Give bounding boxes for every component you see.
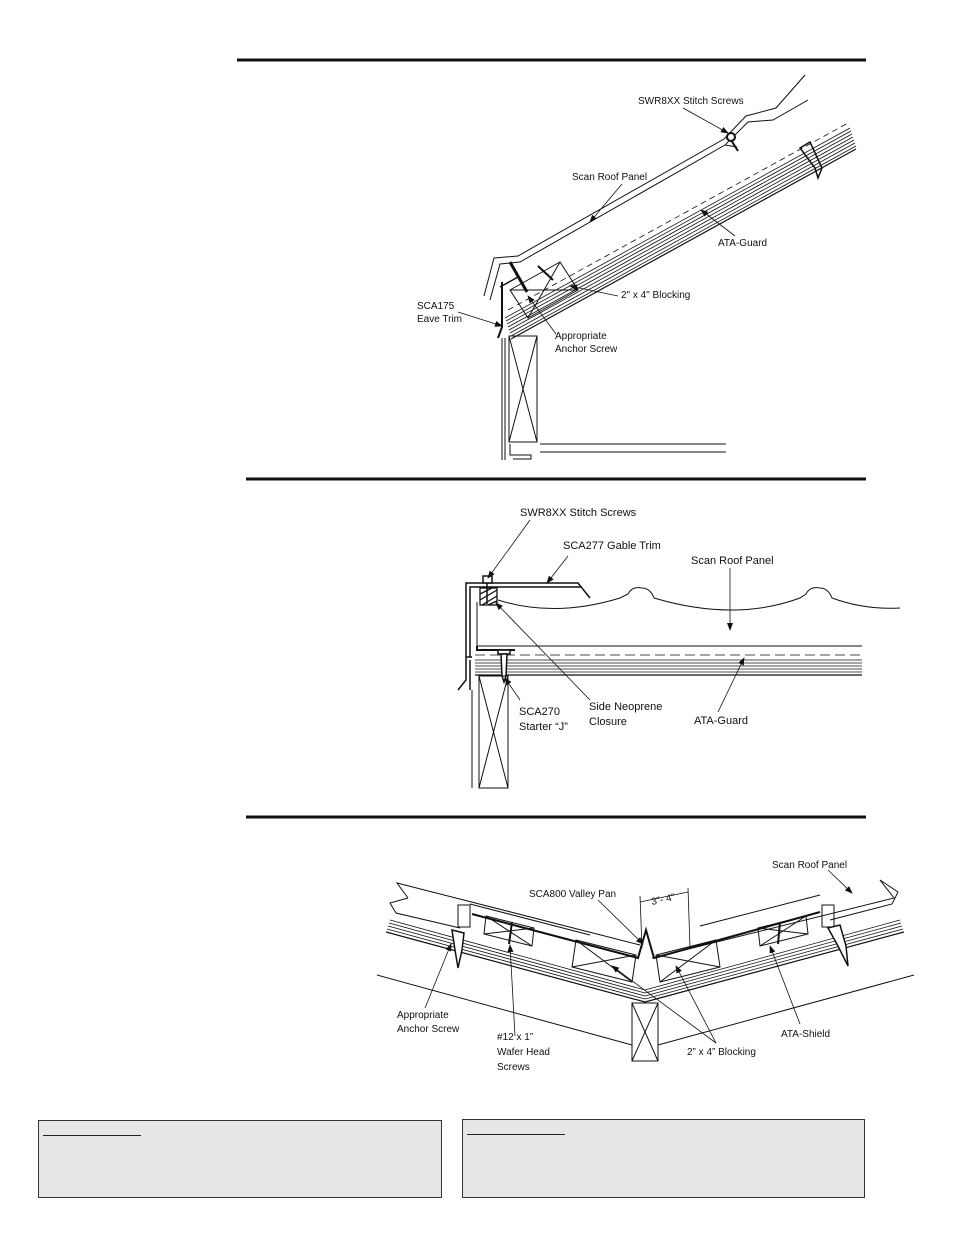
eave-lag-screw xyxy=(798,140,823,181)
valley-rafter xyxy=(631,1002,659,1062)
leader-blocking-right xyxy=(675,965,717,1044)
eave-wall-stud xyxy=(501,335,726,460)
valley-roof-panel-right xyxy=(651,879,899,959)
valley-pan xyxy=(471,911,821,960)
label-ata-guard: ATA-Guard xyxy=(694,715,748,727)
gable-anchor-screw xyxy=(497,649,511,685)
label-screws-3: Screws xyxy=(497,1062,530,1073)
leader-ata-guard xyxy=(700,209,736,237)
leader-roof-panel xyxy=(827,869,853,894)
gable-underlayment-layers xyxy=(475,654,862,676)
leader-gable-trim xyxy=(546,555,569,584)
note-box-left xyxy=(38,1120,442,1198)
label-anchor-2: Anchor Screw xyxy=(555,344,618,355)
valley-anchor-screw xyxy=(451,924,849,969)
label-screws-2: Wafer Head xyxy=(497,1047,550,1058)
valley-underlayment-layers xyxy=(385,919,905,1003)
label-eave-trim-2: Eave Trim xyxy=(417,314,462,325)
label-roof-panel: Scan Roof Panel xyxy=(572,172,647,183)
label-anchor-1: Appropriate xyxy=(397,1010,449,1021)
neoprene-closure xyxy=(479,587,498,606)
eave-detail: SWR8XX Stitch Screws Scan Roof Panel ATA… xyxy=(237,58,866,460)
label-stitch-screws: SWR8XX Stitch Screws xyxy=(638,96,744,107)
eave-trim xyxy=(497,282,503,339)
label-closure-2: Closure xyxy=(589,716,627,728)
note-box-right xyxy=(462,1119,865,1198)
leader-blocking xyxy=(569,284,619,297)
starter-j xyxy=(476,602,862,647)
label-gable-trim: SCA277 Gable Trim xyxy=(563,540,661,552)
label-dimension: 3”- 4” xyxy=(650,892,676,908)
leader-stitch-screws xyxy=(487,519,531,579)
label-ata-guard: ATA-Guard xyxy=(718,238,767,249)
eave-underlayment-layers xyxy=(504,122,857,340)
leader-wafer-screws xyxy=(507,944,516,1037)
leader-stitch-screws xyxy=(682,107,729,134)
label-valley-pan: SCA800 Valley Pan xyxy=(529,889,616,900)
leader-ata-guard xyxy=(717,657,745,713)
valley-blocking xyxy=(457,904,835,983)
label-eave-trim-1: SCA175 xyxy=(417,301,455,312)
leader-ata-shield xyxy=(769,945,801,1025)
eave-anchor-screw xyxy=(508,261,554,293)
leader-roof-panel xyxy=(589,183,623,223)
leader-eave-trim xyxy=(457,311,503,327)
leader-valley-pan xyxy=(597,899,644,945)
label-anchor-2: Anchor Screw xyxy=(397,1024,460,1035)
label-roof-panel: Scan Roof Panel xyxy=(691,555,774,567)
eave-stitch-screw xyxy=(726,132,739,152)
label-closure-1: Side Neoprene xyxy=(589,701,662,713)
wafer-head-screw xyxy=(508,921,781,945)
valley-detail: Scan Roof Panel SCA800 Valley Pan 3”- 4”… xyxy=(246,815,915,1073)
valley-deck xyxy=(376,974,915,1046)
label-roof-panel: Scan Roof Panel xyxy=(772,860,847,871)
label-screws-1: #12 x 1” xyxy=(497,1032,533,1043)
label-blocking: 2” x 4” Blocking xyxy=(687,1047,756,1058)
gable-trim xyxy=(457,582,591,691)
leader-blocking-left xyxy=(611,965,717,1044)
label-starter-1: SCA270 xyxy=(519,706,560,718)
leader-anchor xyxy=(424,943,452,1009)
note-box-heading-rule xyxy=(43,1129,141,1136)
label-stitch-screws: SWR8XX Stitch Screws xyxy=(520,507,637,519)
label-anchor-1: Appropriate xyxy=(555,331,607,342)
gable-roof-panel xyxy=(497,587,901,611)
leader-anchor xyxy=(527,295,557,335)
note-box-heading-rule xyxy=(467,1128,565,1135)
leader-starter xyxy=(504,677,521,701)
gable-detail: SWR8XX Stitch Screws SCA277 Gable Trim S… xyxy=(246,477,901,789)
label-ata-shield: ATA-Shield xyxy=(781,1029,830,1040)
gable-wall-stud xyxy=(471,675,509,789)
eave-roof-panel xyxy=(483,74,809,301)
label-blocking: 2" x 4" Blocking xyxy=(621,290,690,301)
valley-roof-panel-left xyxy=(389,882,641,946)
label-starter-2: Starter “J” xyxy=(519,721,568,733)
leader-closure xyxy=(495,602,591,701)
